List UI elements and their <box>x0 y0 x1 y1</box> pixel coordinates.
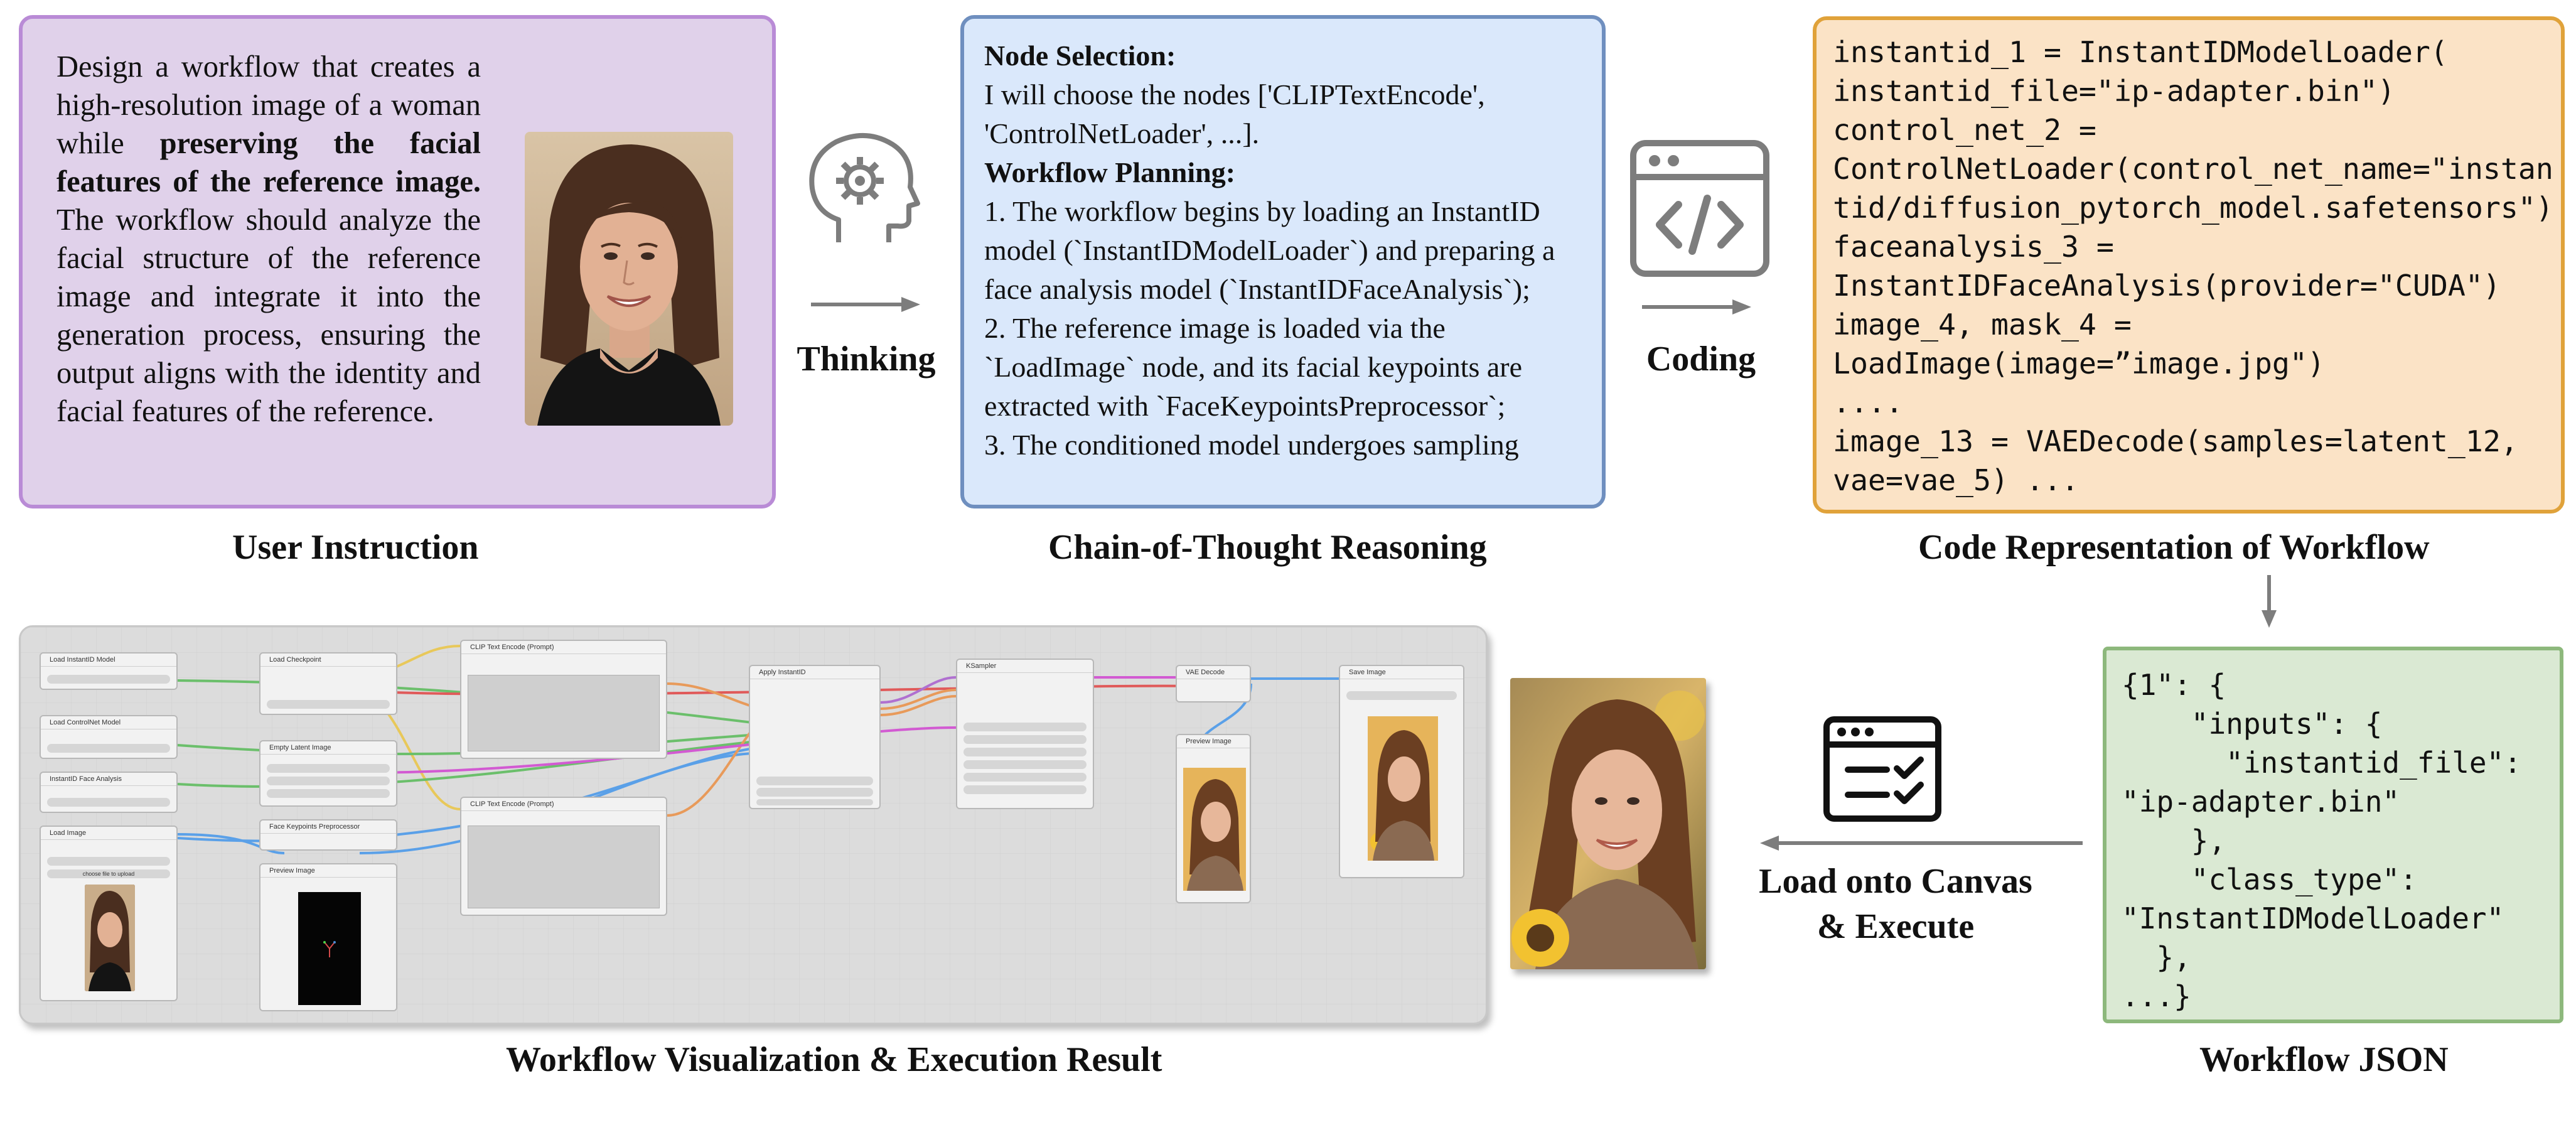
prompt-textarea[interactable] <box>468 826 660 908</box>
node-load-controlnet[interactable]: Load ControlNet Model <box>40 715 178 759</box>
node-ksampler[interactable]: KSampler <box>956 659 1094 809</box>
code-caption: Code Representation of Workflow <box>1918 528 2430 567</box>
node-field[interactable] <box>756 777 873 785</box>
node-title: Face Keypoints Preprocessor <box>260 820 396 834</box>
arrow-left-icon <box>1758 834 2084 856</box>
node-field[interactable] <box>756 799 873 805</box>
saved-thumbnail <box>1368 716 1438 861</box>
node-field[interactable] <box>963 748 1087 756</box>
node-field[interactable] <box>963 785 1087 794</box>
load-label-line1: Load onto Canvas <box>1759 862 2032 901</box>
brain-gear-icon <box>797 132 929 248</box>
cot-node-list: I will choose the nodes ['CLIPTextEncode… <box>984 78 1485 149</box>
checklist-window-icon <box>1823 716 1942 826</box>
thinking-arrow-icon <box>810 295 923 317</box>
node-title: Load InstantID Model <box>41 654 176 667</box>
node-title: CLIP Text Encode (Prompt) <box>461 798 666 811</box>
arrow-down-icon <box>2260 575 2278 632</box>
node-preview-image[interactable]: Preview Image <box>259 863 397 1011</box>
node-title: Apply InstantID <box>750 666 879 679</box>
node-title: InstantID Face Analysis <box>41 773 176 786</box>
user-instruction-caption: User Instruction <box>232 528 479 567</box>
node-thumbnail <box>85 885 135 991</box>
instruction-text: Design a workflow that creates a high-re… <box>56 48 481 431</box>
node-clip-negative[interactable]: CLIP Text Encode (Prompt) <box>460 797 667 916</box>
choose-file-button[interactable]: choose file to upload <box>47 869 170 878</box>
node-vae-decode[interactable]: VAE Decode <box>1176 665 1251 702</box>
sunflower <box>1511 909 1569 967</box>
load-label-line2: & Execute <box>1817 907 1975 946</box>
node-field[interactable] <box>47 744 170 753</box>
instruction-text-bold: preserving the facial features of the re… <box>56 127 481 198</box>
node-field[interactable] <box>267 700 390 709</box>
code-text: instantid_1 = InstantIDModelLoader( inst… <box>1833 35 2553 497</box>
workflow-canvas: Load InstantID Model Load ControlNet Mod… <box>19 625 1488 1025</box>
node-face-analysis[interactable]: InstantID Face Analysis <box>40 772 178 813</box>
node-field[interactable] <box>963 723 1087 731</box>
node-field[interactable] <box>267 777 390 785</box>
cot-step-1: 1. The workflow begins by loading an Ins… <box>984 195 1555 305</box>
node-field[interactable] <box>47 798 170 807</box>
node-empty-latent[interactable]: Empty Latent Image <box>259 740 397 807</box>
node-field[interactable] <box>963 773 1087 782</box>
node-field[interactable] <box>963 735 1087 744</box>
coding-arrow-icon <box>1641 298 1754 320</box>
node-field[interactable] <box>47 675 170 684</box>
node-title: CLIP Text Encode (Prompt) <box>461 641 666 654</box>
reference-photo <box>525 132 733 426</box>
json-text: {1": { "inputs": { "instantid_file": "ip… <box>2122 668 2521 1013</box>
node-field[interactable] <box>1346 691 1457 700</box>
json-panel: {1": { "inputs": { "instantid_file": "ip… <box>2103 647 2563 1023</box>
node-preview-image-2[interactable]: Preview Image <box>1176 734 1251 903</box>
result-thumbnail <box>1183 768 1246 891</box>
node-field[interactable] <box>963 760 1087 769</box>
node-title: Load Checkpoint <box>260 654 396 667</box>
instruction-text-part1: Design a workflow that creates a high-re… <box>56 50 481 160</box>
workflow-caption: Workflow Visualization & Execution Resul… <box>506 1040 1162 1079</box>
node-field[interactable] <box>267 764 390 773</box>
coding-label: Coding <box>1646 340 1756 379</box>
code-window-icon <box>1629 139 1770 281</box>
load-execute-label: Load onto Canvas & Execute <box>1739 859 2053 949</box>
node-title: Preview Image <box>260 864 396 878</box>
cot-panel: Node Selection: I will choose the nodes … <box>960 15 1606 508</box>
node-title: Load ControlNet Model <box>41 716 176 729</box>
node-load-checkpoint[interactable]: Load Checkpoint <box>259 652 397 715</box>
node-face-keypoints[interactable]: Face Keypoints Preprocessor <box>259 819 397 851</box>
node-title: Load Image <box>41 827 176 840</box>
prompt-textarea[interactable] <box>468 675 660 751</box>
node-field[interactable] <box>267 789 390 798</box>
instruction-text-part2: The workflow should analyze the facial s… <box>56 203 481 428</box>
node-title: Preview Image <box>1177 735 1250 748</box>
cot-heading-workflow-planning: Workflow Planning: <box>984 156 1236 188</box>
node-title: KSampler <box>957 660 1093 673</box>
node-field[interactable] <box>47 857 170 866</box>
user-instruction-panel: Design a workflow that creates a high-re… <box>19 15 776 508</box>
cot-heading-node-selection: Node Selection: <box>984 40 1176 72</box>
node-field[interactable] <box>756 788 873 797</box>
node-clip-positive[interactable]: CLIP Text Encode (Prompt) <box>460 640 667 759</box>
cot-step-3: 3. The conditioned model undergoes sampl… <box>984 429 1519 461</box>
code-panel: instantid_1 = InstantIDModelLoader( inst… <box>1813 16 2565 514</box>
node-title: Save Image <box>1340 666 1463 679</box>
thinking-label: Thinking <box>797 340 936 379</box>
keypoints-preview <box>298 892 361 1005</box>
node-title: Empty Latent Image <box>260 741 396 755</box>
node-save-image[interactable]: Save Image <box>1339 665 1464 878</box>
node-title: VAE Decode <box>1177 666 1250 679</box>
cot-caption: Chain-of-Thought Reasoning <box>1048 528 1487 567</box>
cot-step-2: 2. The reference image is loaded via the… <box>984 312 1523 422</box>
json-caption: Workflow JSON <box>2199 1040 2449 1079</box>
node-load-instantid[interactable]: Load InstantID Model <box>40 652 178 690</box>
node-load-image[interactable]: Load Image choose file to upload <box>40 826 178 1001</box>
generated-result-photo <box>1510 678 1706 969</box>
node-apply-instantid[interactable]: Apply InstantID <box>749 665 881 809</box>
